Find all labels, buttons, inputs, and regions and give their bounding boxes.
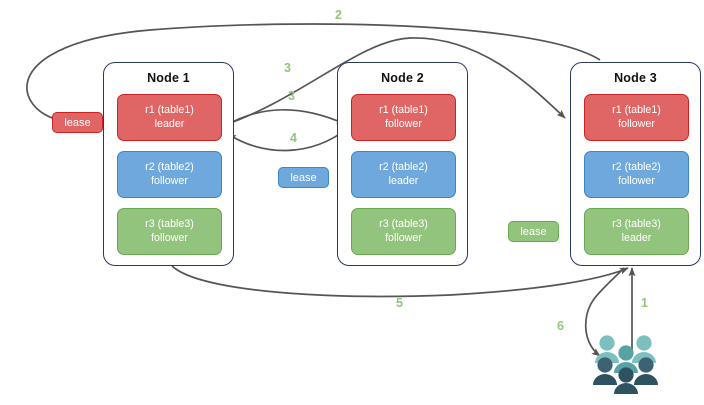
step-label-4: 4 [290, 131, 297, 145]
node-2-replica-r2[interactable]: r2 (table2) leader [351, 151, 456, 198]
edge-4-to-node1 [227, 127, 349, 152]
replica-role: leader [154, 117, 185, 130]
node-1-container[interactable]: Node 1 r1 (table1) leader r2 (table2) fo… [103, 62, 234, 266]
node-2-container[interactable]: Node 2 r1 (table1) follower r2 (table2) … [337, 62, 468, 266]
replica-role: follower [618, 174, 655, 187]
replica-role: follower [618, 117, 655, 130]
node-1-title: Node 1 [147, 71, 190, 85]
replica-name: r2 (table2) [145, 161, 194, 173]
replica-role: leader [621, 231, 652, 244]
replica-name: r3 (table3) [612, 218, 661, 230]
replica-name: r2 (table2) [612, 161, 661, 173]
node-3-title: Node 3 [614, 71, 657, 85]
lease-chip-r2[interactable]: lease [278, 167, 329, 188]
node-1-replica-r1[interactable]: r1 (table1) leader [117, 94, 222, 141]
step-label-3-lower: 3 [288, 89, 295, 103]
replica-role: leader [388, 174, 419, 187]
node-1-replica-r3[interactable]: r3 (table3) follower [117, 208, 222, 255]
edge-5-to-node3 [171, 265, 629, 298]
lease-chip-r3[interactable]: lease [508, 221, 559, 242]
node-2-replica-r3[interactable]: r3 (table3) follower [351, 208, 456, 255]
replica-name: r1 (table1) [379, 104, 428, 116]
replica-role: follower [385, 231, 422, 244]
node-2-title: Node 2 [381, 71, 424, 85]
replica-role: follower [385, 117, 422, 130]
node-3-container[interactable]: Node 3 r1 (table1) follower r2 (table2) … [570, 62, 701, 266]
replica-name: r1 (table1) [612, 104, 661, 116]
step-label-1: 1 [641, 296, 648, 310]
node-3-replica-r2[interactable]: r2 (table2) follower [584, 151, 689, 198]
step-label-6: 6 [557, 319, 564, 333]
users-icon [593, 335, 658, 394]
replica-name: r3 (table3) [145, 218, 194, 230]
step-label-5: 5 [396, 296, 403, 310]
step-label-2: 2 [335, 8, 342, 22]
replica-role: follower [151, 231, 188, 244]
node-1-replica-r2[interactable]: r2 (table2) follower [117, 151, 222, 198]
replica-name: r1 (table1) [145, 104, 194, 116]
node-2-replica-r1[interactable]: r1 (table1) follower [351, 94, 456, 141]
node-3-replica-r3[interactable]: r3 (table3) leader [584, 208, 689, 255]
replica-name: r3 (table3) [379, 218, 428, 230]
node-3-replica-r1[interactable]: r1 (table1) follower [584, 94, 689, 141]
edge-3-to-node2 [222, 108, 346, 128]
lease-chip-r1[interactable]: lease [52, 112, 103, 133]
replica-name: r2 (table2) [379, 161, 428, 173]
step-label-3-upper: 3 [284, 61, 291, 75]
replica-role: follower [151, 174, 188, 187]
